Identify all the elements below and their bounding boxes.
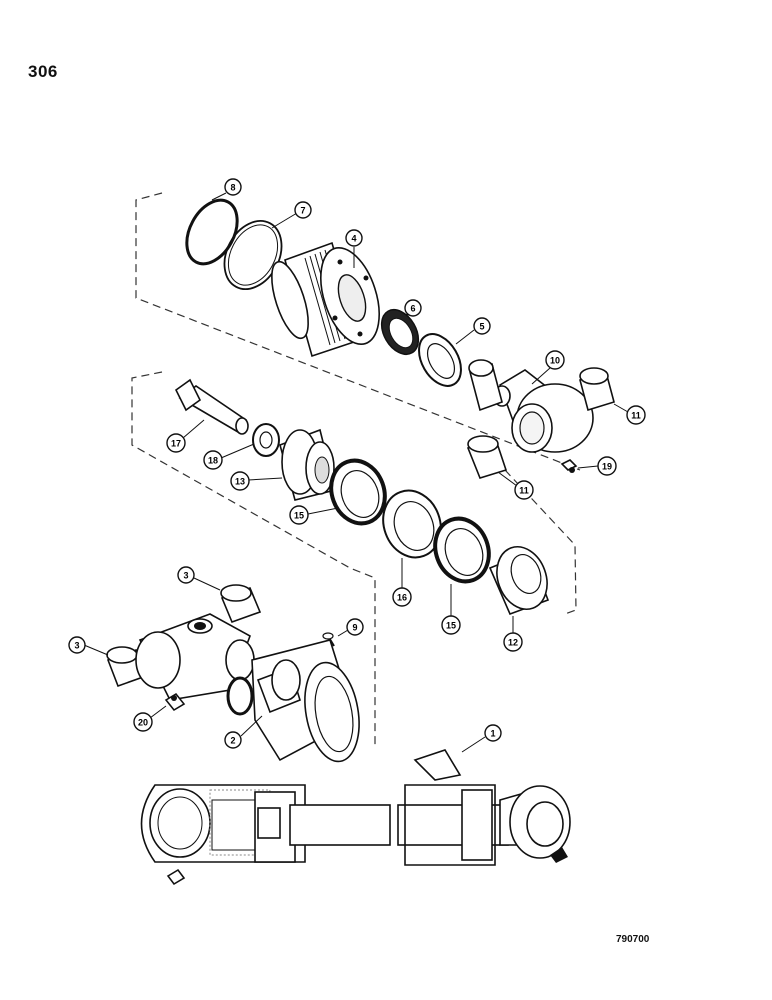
part-17-bolt: [174, 378, 249, 435]
svg-text:9: 9: [352, 623, 357, 633]
upper-group-outline: [135, 192, 581, 471]
part-5-wear-ring: [418, 333, 462, 387]
middle-group-outline: [131, 371, 577, 748]
svg-text:11: 11: [519, 486, 529, 496]
callout-13: 13: [230, 471, 250, 491]
callout-5: 5: [473, 317, 491, 335]
part-20-grease-fitting: [164, 692, 186, 712]
svg-text:15: 15: [446, 621, 456, 631]
callout-9: 9: [346, 618, 364, 636]
svg-text:16: 16: [397, 593, 407, 603]
callout-3-upper: 3: [177, 566, 195, 584]
svg-text:18: 18: [208, 456, 218, 466]
callout-20: 20: [133, 712, 153, 732]
reference-code: 790700: [616, 934, 650, 945]
part-12-gland: [488, 546, 550, 616]
svg-text:8: 8: [230, 183, 235, 193]
part-11-bushing-lower: [466, 435, 508, 479]
callout-6: 6: [404, 299, 422, 317]
svg-text:4: 4: [351, 234, 356, 244]
callout-16: 16: [392, 587, 412, 607]
part-6-seal: [380, 308, 420, 356]
part-16-wear-ring: [382, 489, 442, 559]
callout-18: 18: [203, 450, 223, 470]
svg-text:13: 13: [235, 477, 245, 487]
callout-3-lower: 3: [68, 636, 86, 654]
part-11-bushing-right: [579, 367, 615, 412]
callout-10: 10: [545, 350, 565, 370]
svg-text:6: 6: [410, 304, 415, 314]
svg-text:5: 5: [479, 322, 484, 332]
leader-lines: [83, 192, 629, 753]
part-10-rod-eye: [493, 369, 594, 453]
svg-text:3: 3: [74, 641, 79, 651]
part-2-barrel: [226, 639, 360, 763]
part-13-collar: [279, 428, 336, 501]
callout-15-lower: 15: [441, 615, 461, 635]
svg-text:7: 7: [300, 206, 305, 216]
callout-11-lower: 11: [514, 480, 534, 500]
callout-8: 8: [224, 178, 242, 196]
svg-text:12: 12: [508, 638, 518, 648]
part-11-bushing-upper: [468, 359, 503, 412]
callout-12: 12: [503, 632, 523, 652]
svg-text:20: 20: [138, 718, 148, 728]
callout-17: 17: [166, 433, 186, 453]
svg-text:19: 19: [602, 462, 612, 472]
part-15-seal-upper: [329, 458, 387, 526]
assembled-cylinder: [140, 749, 571, 886]
callout-19: 19: [597, 456, 617, 476]
part-4-piston: [271, 241, 380, 358]
part-19-grease-fitting: [560, 459, 578, 473]
svg-text:11: 11: [631, 411, 641, 421]
svg-text:1: 1: [490, 729, 495, 739]
callout-7: 7: [294, 201, 312, 219]
callout-1: 1: [484, 724, 502, 742]
base-end-block: [135, 613, 255, 701]
svg-text:3: 3: [183, 571, 188, 581]
svg-text:10: 10: [550, 356, 560, 366]
svg-text:2: 2: [230, 736, 235, 746]
page-number: 306: [28, 62, 58, 81]
part-18-washer: [252, 423, 280, 457]
part-8-o-ring: [185, 198, 239, 266]
part-15-seal-lower: [433, 516, 491, 584]
callout-4: 4: [345, 229, 363, 247]
svg-text:15: 15: [294, 511, 304, 521]
svg-text:17: 17: [171, 439, 181, 449]
part-3-bushing-upper: [220, 584, 262, 624]
callout-15-upper: 15: [289, 505, 309, 525]
callout-2: 2: [224, 731, 242, 749]
callout-11-right: 11: [626, 405, 646, 425]
